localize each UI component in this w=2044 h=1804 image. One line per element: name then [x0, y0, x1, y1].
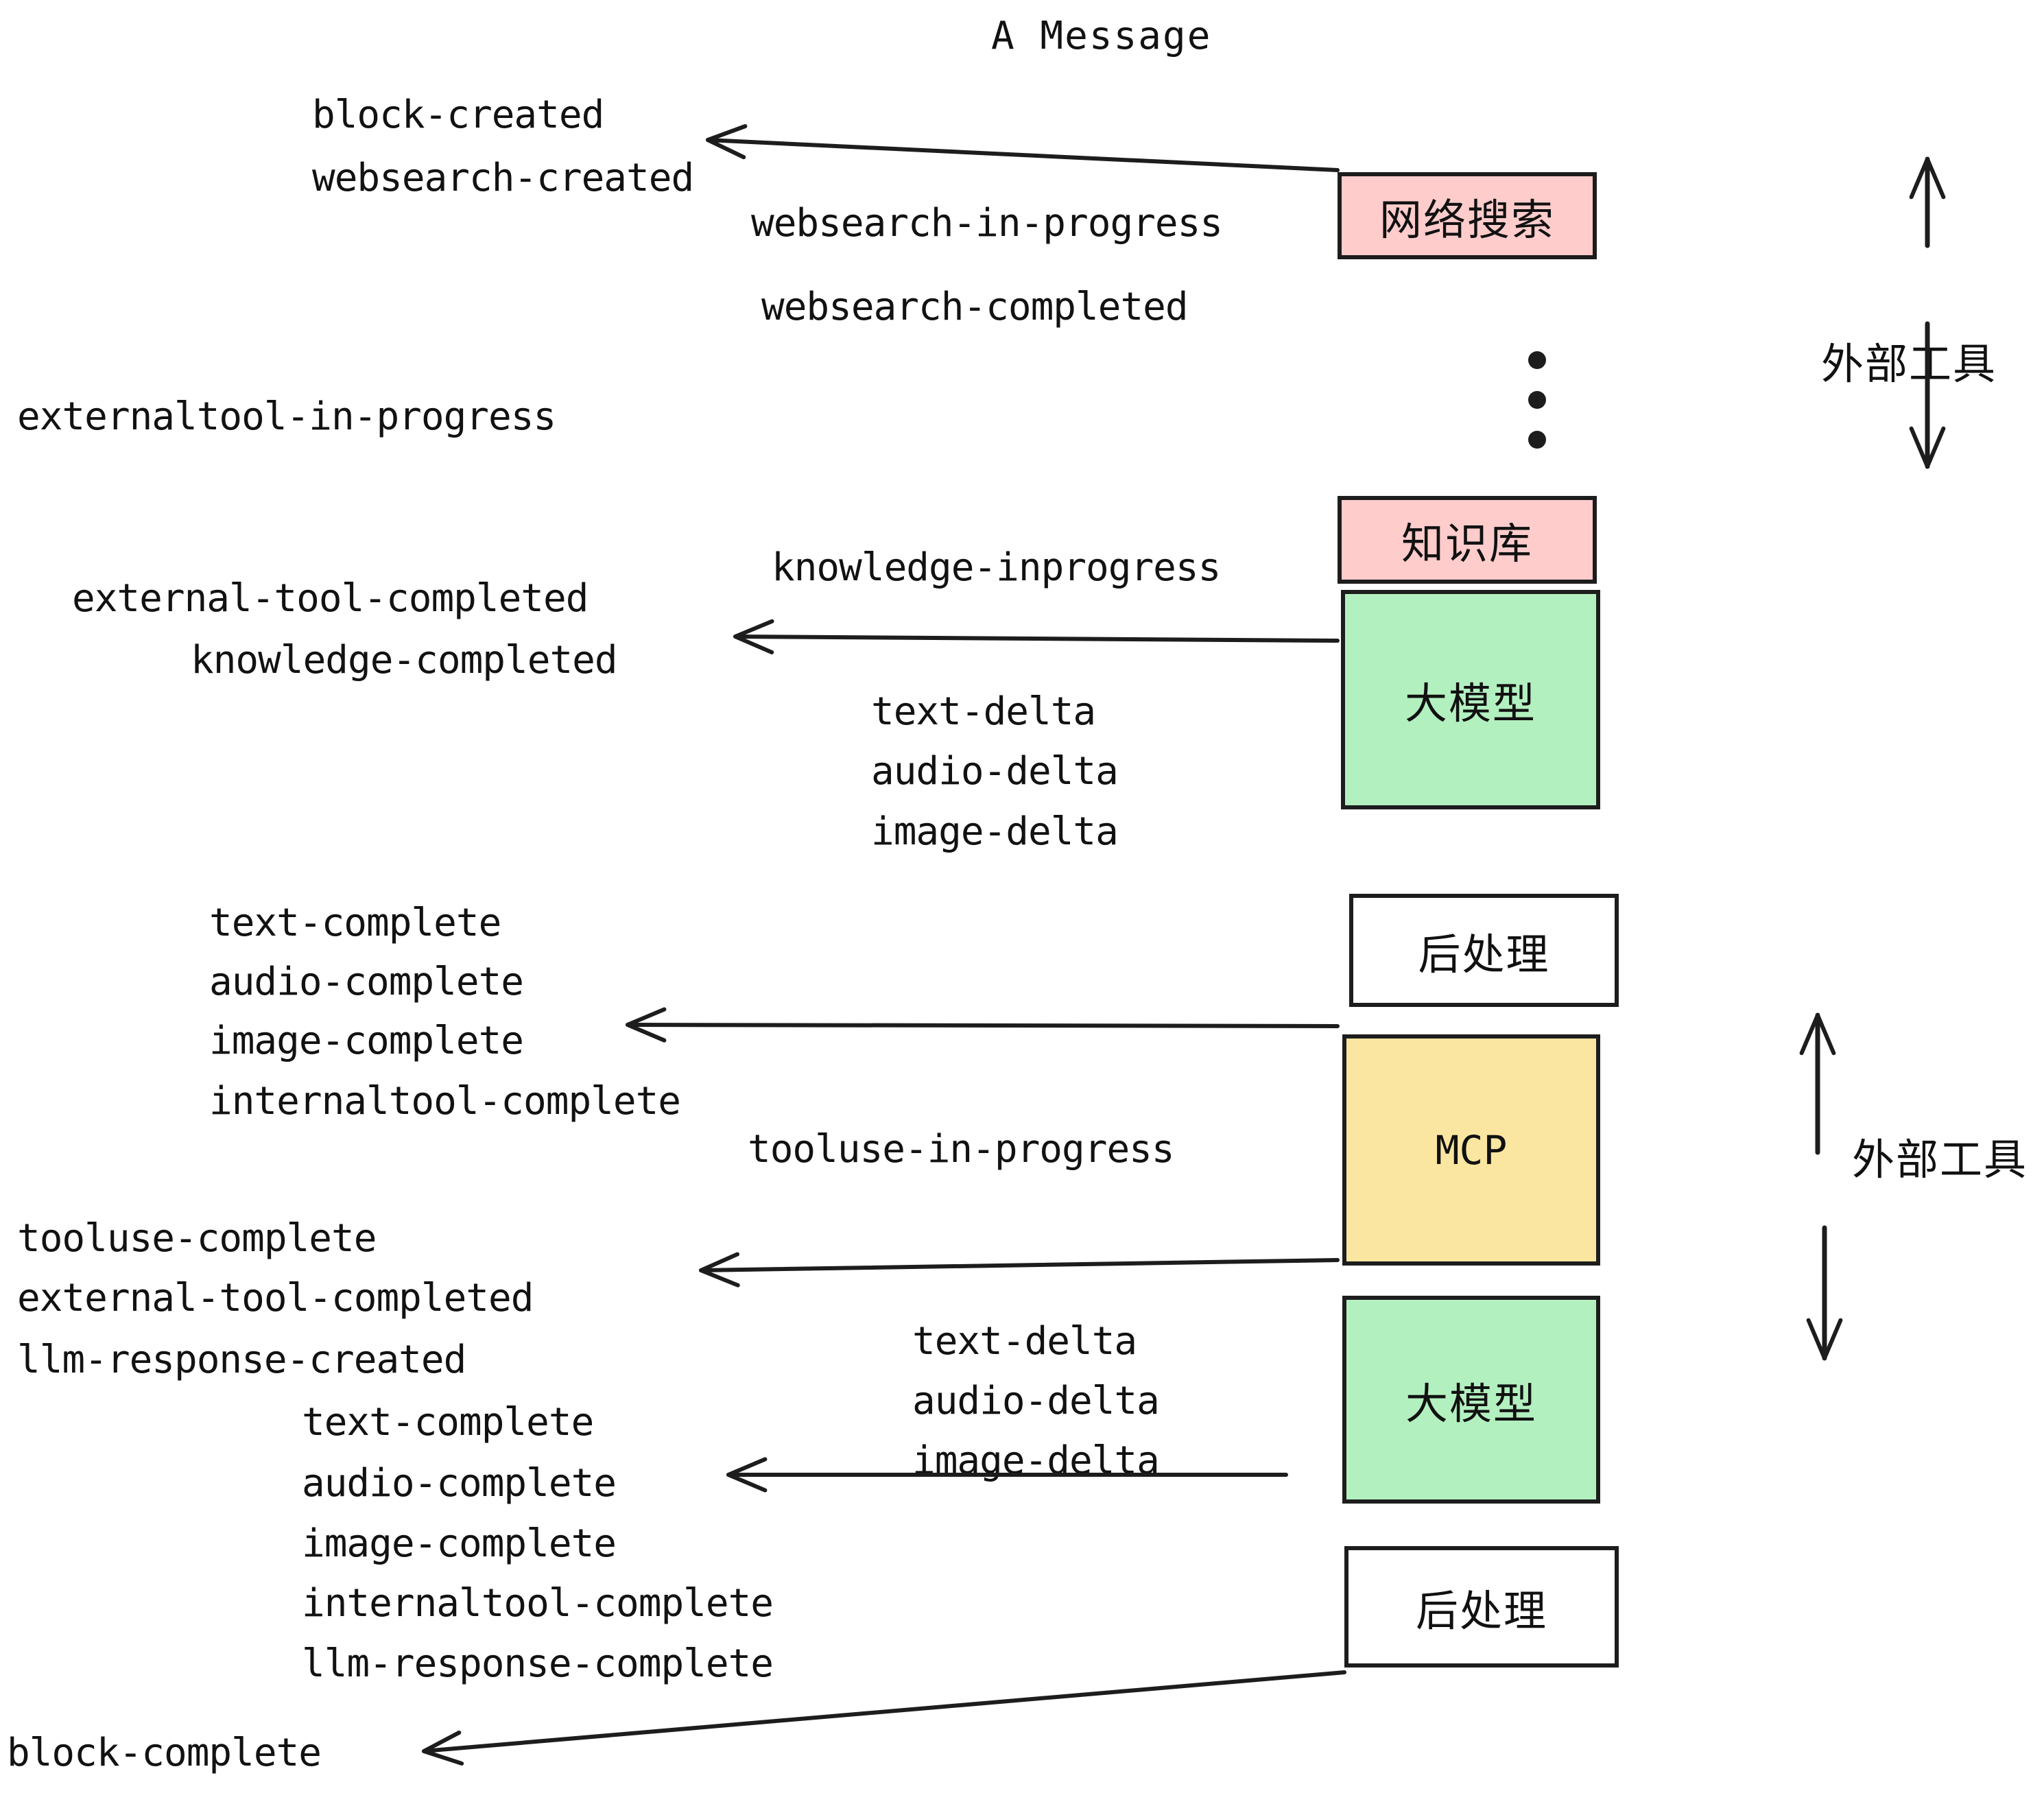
side-label-external-tools-top: 外部工具	[1821, 339, 1997, 389]
box-postprocess-1: 后处理	[1349, 894, 1619, 1007]
event-label-tooluse-complete: tooluse-complete	[17, 1216, 377, 1261]
event-label-block-complete: block-complete	[7, 1731, 322, 1775]
event-label-externaltool-in-progress: externaltool-in-progress	[17, 394, 556, 439]
event-label-websearch-completed: websearch-completed	[761, 285, 1189, 329]
box-label-knowledge-base: 知识库	[1401, 519, 1533, 569]
box-label-postprocess-1: 后处理	[1418, 929, 1550, 980]
event-label-audio-complete-1: audio-complete	[209, 960, 524, 1004]
event-label-external-tool-completed-1: external-tool-completed	[72, 576, 589, 621]
arrow-knowledge-done-line	[733, 634, 1340, 643]
ellipsis-dot	[1528, 431, 1546, 449]
box-llm-2: 大模型	[1342, 1296, 1600, 1504]
event-label-text-complete-2: text-complete	[302, 1400, 594, 1445]
event-label-audio-complete-2: audio-complete	[302, 1461, 617, 1506]
event-label-knowledge-completed: knowledge-completed	[191, 638, 618, 683]
arrow-image-complete-line	[626, 1023, 1340, 1028]
event-label-llm-response-complete: llm-response-complete	[302, 1641, 774, 1686]
event-label-websearch-created: websearch-created	[312, 156, 694, 200]
event-label-knowledge-inprogress: knowledge-inprogress	[772, 545, 1221, 590]
event-label-image-complete-1: image-complete	[209, 1019, 524, 1063]
event-label-external-tool-completed-2: external-tool-completed	[17, 1276, 534, 1320]
arrow-image-complete-head	[626, 1007, 667, 1043]
arrow-knowledge-done-head	[733, 619, 774, 654]
page-title: A Message	[991, 14, 1212, 58]
arrow-block-complete-head	[422, 1730, 464, 1766]
external-tools-top-down-head	[1909, 426, 1946, 468]
external-tools-top-up-head	[1909, 157, 1946, 200]
event-label-llm-response-created: llm-response-created	[17, 1338, 466, 1382]
event-label-text-delta-2: text-delta	[912, 1319, 1137, 1364]
arrow-block-created-head	[706, 123, 748, 160]
ellipsis-dot	[1528, 391, 1546, 409]
side-label-external-tools-bottom: 外部工具	[1852, 1135, 2028, 1185]
arrow-audio-complete-head	[726, 1457, 768, 1493]
event-label-text-complete-1: text-complete	[209, 901, 501, 945]
event-label-image-delta-2: image-delta	[912, 1438, 1160, 1483]
box-llm-1: 大模型	[1341, 590, 1600, 809]
ellipsis-dots	[1528, 351, 1546, 471]
box-postprocess-2: 后处理	[1344, 1546, 1619, 1667]
box-label-mcp: MCP	[1435, 1126, 1508, 1174]
box-websearch: 网络搜索	[1338, 172, 1597, 259]
event-label-audio-delta-1: audio-delta	[871, 749, 1119, 794]
external-tools-bottom-up-head	[1799, 1013, 1836, 1056]
external-tools-bottom-down-head	[1806, 1318, 1843, 1360]
event-label-image-complete-2: image-complete	[302, 1521, 617, 1566]
event-label-websearch-in-progress: websearch-in-progress	[751, 201, 1223, 246]
box-mcp: MCP	[1342, 1034, 1600, 1266]
event-label-block-created: block-created	[312, 93, 604, 137]
box-label-postprocess-2: 后处理	[1415, 1585, 1547, 1636]
event-label-internaltool-complete-2: internaltool-complete	[302, 1581, 774, 1626]
arrow-tooluse-done-head	[699, 1252, 740, 1287]
box-label-websearch: 网络搜索	[1379, 194, 1555, 245]
arrow-tooluse-done-line	[699, 1258, 1340, 1272]
event-label-internaltool-complete-1: internaltool-complete	[209, 1079, 681, 1124]
event-label-audio-delta-2: audio-delta	[912, 1379, 1160, 1423]
event-label-image-delta-1: image-delta	[871, 809, 1119, 854]
box-label-llm-2: 大模型	[1405, 1378, 1537, 1429]
arrow-block-created-line	[706, 138, 1340, 172]
event-label-text-delta-1: text-delta	[871, 689, 1096, 734]
ellipsis-dot	[1528, 351, 1546, 369]
box-knowledge-base: 知识库	[1338, 496, 1597, 584]
box-label-llm-1: 大模型	[1404, 678, 1536, 728]
event-label-tooluse-in-progress: tooluse-in-progress	[748, 1127, 1175, 1172]
